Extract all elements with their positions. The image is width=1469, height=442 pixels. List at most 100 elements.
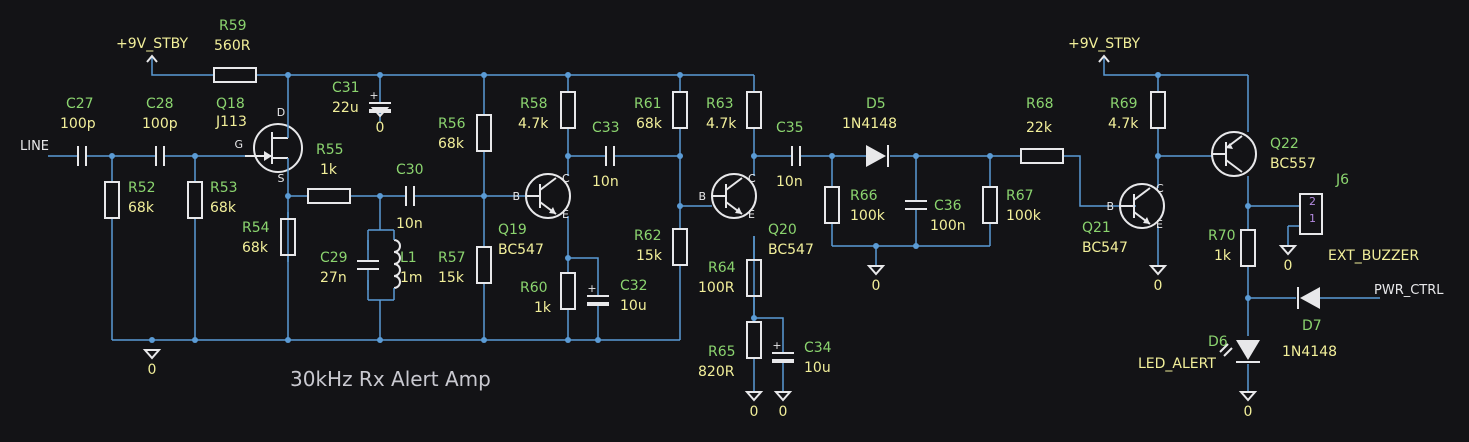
junction-dot	[149, 337, 155, 343]
ref-c36: C36	[934, 198, 962, 214]
ref-r65: R65	[708, 344, 736, 360]
ref-r70: R70	[1208, 228, 1236, 244]
resistor-r56	[476, 108, 492, 158]
value-q21: BC547	[1082, 240, 1128, 256]
value-q22: BC557	[1270, 156, 1316, 172]
ref-r52: R52	[128, 180, 156, 196]
value-q20: BC547	[768, 242, 814, 258]
power-label-supply1: +9V_STBY	[116, 36, 188, 52]
wire	[754, 317, 784, 338]
capacitor-c34: +	[772, 338, 794, 376]
ground-symbol: 0	[1278, 245, 1298, 274]
wires	[48, 70, 1380, 392]
value-j6: EXT_BUZZER	[1328, 248, 1419, 264]
value-r64: 100R	[698, 280, 735, 296]
value-d6: LED_ALERT	[1138, 356, 1216, 372]
labels: LINEPWR_CTRLC27100pC28100pR5268kR5368kR5…	[20, 18, 1444, 391]
capacitor-c30	[400, 186, 420, 206]
junction-dot	[565, 337, 571, 343]
transistor-q22	[1211, 131, 1257, 177]
power-port: +9V_STBY	[1068, 36, 1140, 70]
capacitor-c35	[786, 146, 806, 166]
schematic-title: 30kHz Rx Alert Amp	[290, 367, 491, 391]
value-d7: 1N4148	[1282, 344, 1337, 360]
ref-r68: R68	[1026, 96, 1054, 112]
value-r53: 68k	[210, 200, 237, 216]
ref-d5: D5	[866, 96, 886, 112]
ground-symbol: 0	[1148, 265, 1168, 294]
ref-r58: R58	[520, 96, 548, 112]
ref-c31: C31	[332, 80, 360, 96]
ref-r69: R69	[1110, 96, 1138, 112]
ref-r66: R66	[850, 188, 878, 204]
ref-r59: R59	[219, 18, 247, 34]
pin-c: C	[562, 172, 570, 185]
transistor-q19: BCE	[512, 172, 571, 221]
plus-mark: +	[587, 282, 596, 295]
value-r67: 100k	[1006, 208, 1042, 224]
ref-q22: Q22	[1270, 136, 1299, 152]
capacitor-c29	[357, 240, 379, 290]
ref-r54: R54	[242, 220, 270, 236]
junction-dot	[377, 337, 383, 343]
ground-label: 0	[376, 120, 385, 136]
diode-d7	[1297, 287, 1320, 309]
ref-q18: Q18	[216, 96, 245, 112]
resistor-r65	[746, 320, 762, 360]
power-label-supply2: +9V_STBY	[1068, 36, 1140, 52]
capacitor-c31: +	[369, 89, 391, 122]
ref-c28: C28	[146, 96, 174, 112]
value-l1: 1m	[400, 270, 423, 286]
value-c28: 100p	[142, 116, 178, 132]
inductor-l1	[393, 230, 401, 300]
pin-g: G	[234, 138, 243, 151]
value-c35: 10n	[776, 174, 803, 190]
value-r69: 4.7k	[1108, 116, 1139, 132]
ref-c30: C30	[396, 162, 424, 178]
ref-c35: C35	[776, 120, 804, 136]
value-r56: 68k	[438, 136, 465, 152]
value-c34: 10u	[804, 360, 831, 376]
ref-q21: Q21	[1082, 220, 1111, 236]
pin-b: B	[698, 190, 706, 203]
value-q19: BC547	[498, 242, 544, 258]
ref-r63: R63	[706, 96, 734, 112]
plus-mark: +	[369, 89, 378, 102]
ref-q19: Q19	[498, 222, 527, 238]
value-r52: 68k	[128, 200, 155, 216]
ref-r57: R57	[438, 250, 466, 266]
value-d5: 1N4148	[842, 116, 897, 132]
resistor-r70	[1240, 226, 1256, 270]
connector-j6: 21	[1299, 193, 1323, 235]
value-r61: 68k	[636, 116, 663, 132]
power-port: +9V_STBY	[116, 36, 188, 70]
resistor-r59	[213, 67, 257, 83]
ref-q20: Q20	[768, 222, 797, 238]
value-r55: 1k	[320, 162, 338, 178]
ref-r53: R53	[210, 180, 238, 196]
ref-l1: L1	[400, 250, 417, 266]
value-r57: 15k	[438, 270, 465, 286]
value-r59: 560R	[214, 38, 251, 54]
ref-c27: C27	[66, 96, 94, 112]
value-r65: 820R	[698, 364, 735, 380]
ground-label: 0	[1284, 258, 1293, 274]
resistor-r69	[1150, 90, 1166, 130]
ground-label: 0	[148, 362, 157, 378]
pin-s: S	[278, 172, 285, 185]
plus-mark: +	[772, 339, 781, 352]
ref-d7: D7	[1302, 318, 1322, 334]
junction-dot	[595, 337, 601, 343]
ref-c33: C33	[592, 120, 620, 136]
resistor-r55	[307, 188, 351, 204]
capacitor-c32: +	[587, 280, 609, 320]
capacitor-c33	[598, 146, 622, 166]
resistor-r61	[672, 90, 688, 130]
value-q18: J113	[215, 114, 247, 130]
ground-label: 0	[750, 404, 759, 420]
ground-label: 0	[1244, 404, 1253, 420]
ref-c32: C32	[620, 278, 648, 294]
resistor-r68	[1020, 148, 1064, 164]
